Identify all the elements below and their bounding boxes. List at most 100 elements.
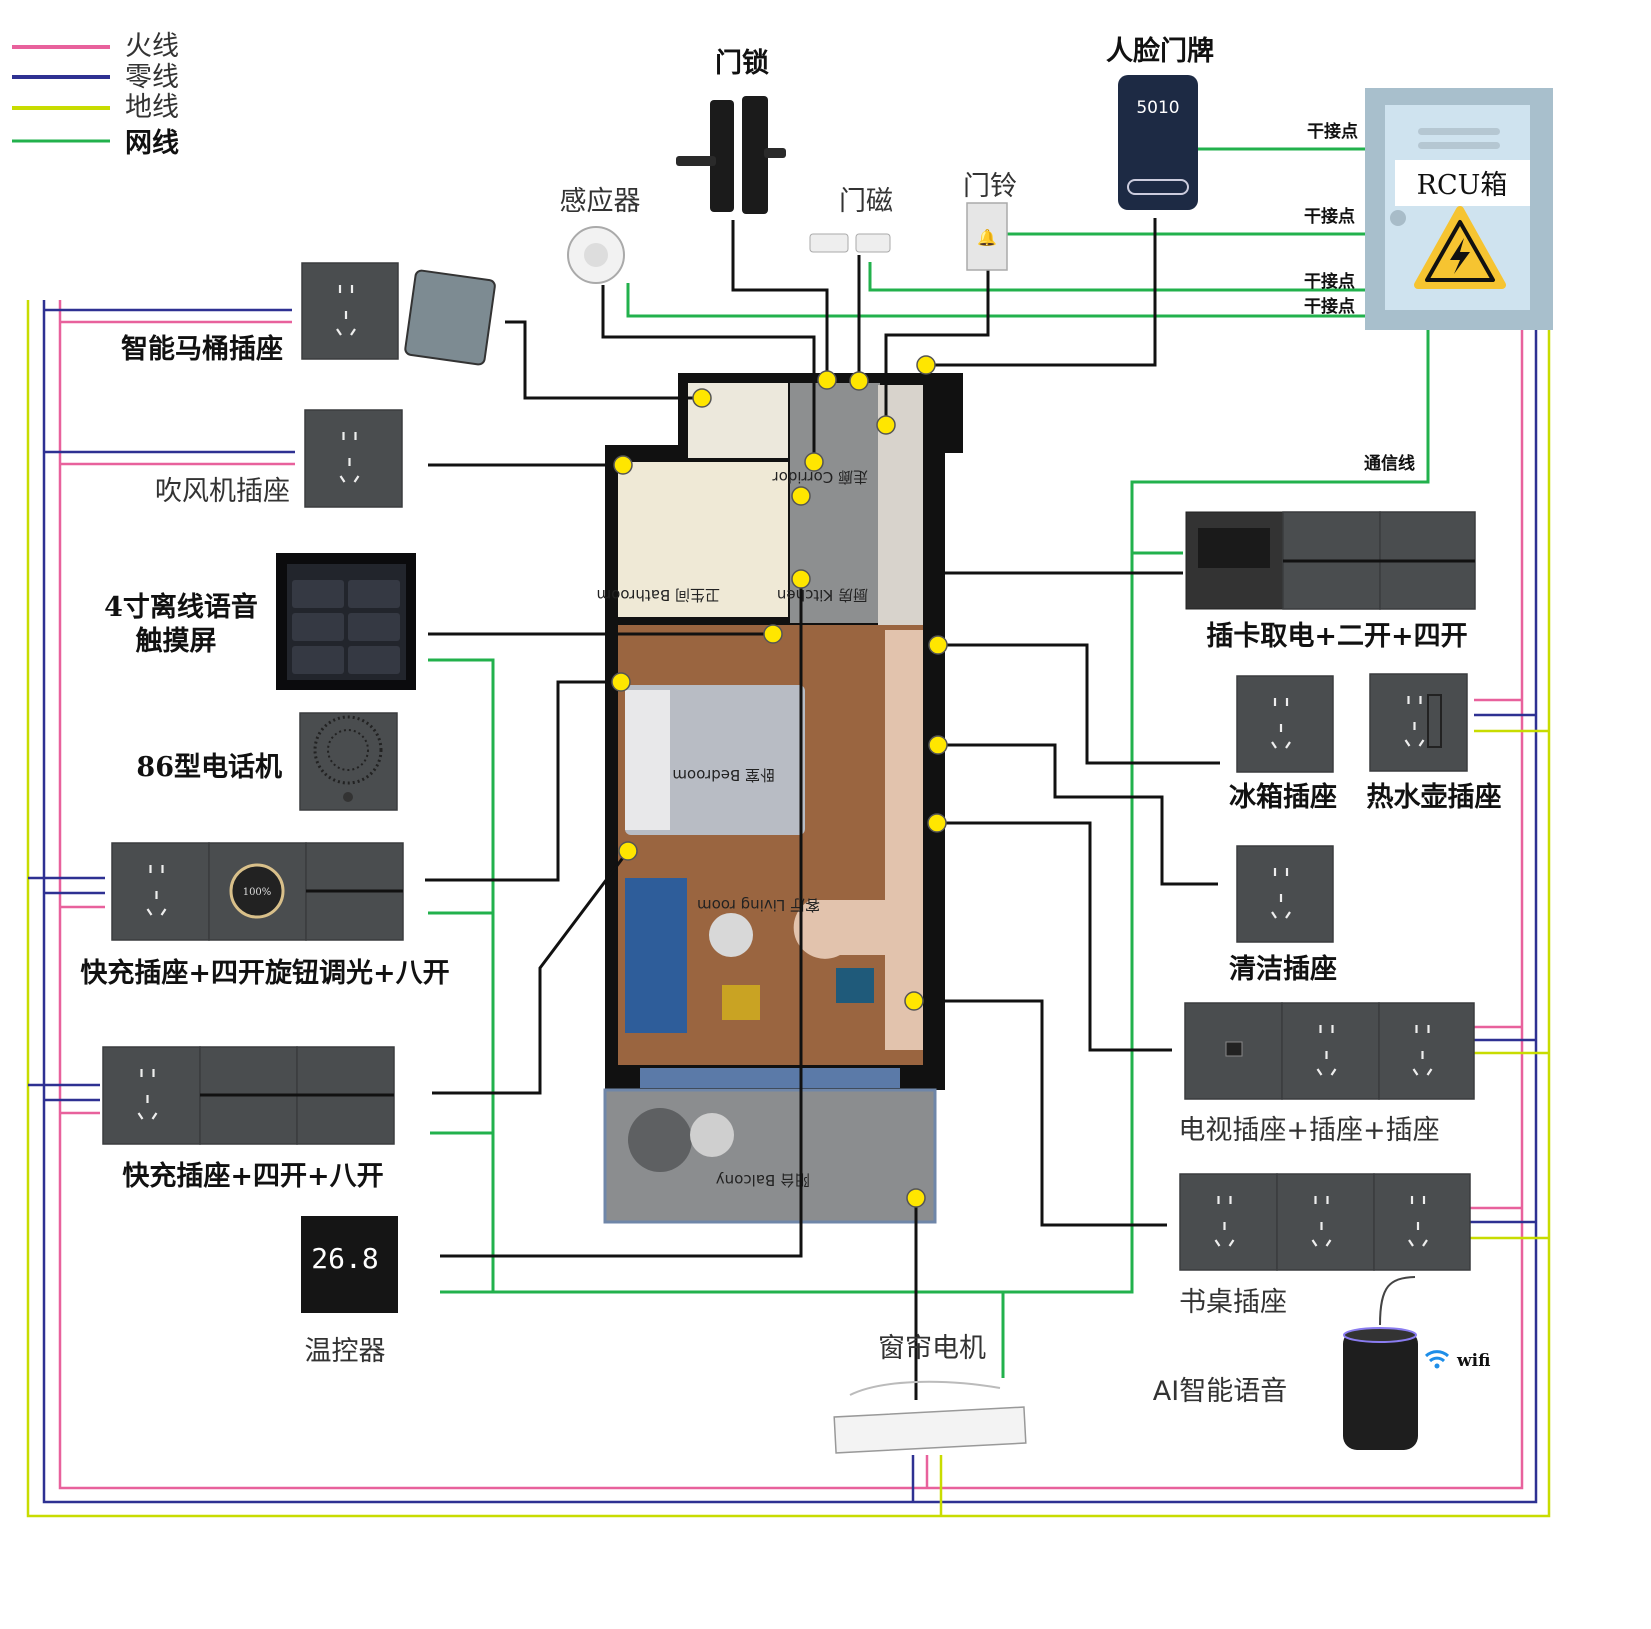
dry-contact-label: 干接点 [1304, 206, 1355, 227]
socket-pins-icon [1311, 1196, 1332, 1247]
ground-wire-loop [26, 300, 1551, 1518]
balcony-chair [628, 1108, 692, 1172]
touch-screen-label-1: 4寸离线语音 [104, 591, 258, 623]
dry-contact-labels: 干接点 干接点 干接点 干接点 通信线 [1304, 121, 1415, 474]
lock-body-icon [742, 96, 768, 214]
dry-contact-lines [626, 147, 1392, 318]
socket-panel [304, 409, 403, 508]
room-label-kitchen: 厨房 Kitchen [777, 586, 868, 604]
face-panel-device [1118, 75, 1198, 210]
comm-bus [440, 330, 1430, 1294]
thermostat-temperature: 26.8 [311, 1242, 378, 1275]
kettle-socket-label: 热水壶插座 [1367, 781, 1502, 813]
speaker-light-ring [1343, 1327, 1417, 1343]
wire-toilet [505, 320, 702, 400]
socket-pins-icon [1214, 1196, 1235, 1247]
socket-panel [1378, 1002, 1475, 1100]
thermostat-label: 温控器 [305, 1336, 386, 1367]
neutral-branches-right [1470, 713, 1536, 1224]
face-panel-button [1127, 179, 1189, 195]
lock-handle-icon [676, 156, 716, 166]
wire-combo2 [432, 850, 630, 1095]
combo-panel-1: 100% 快充插座+四开旋钮调光+八开 [80, 842, 450, 989]
cleaning-socket-label: 清洁插座 [1229, 953, 1337, 985]
socket-panel [1281, 1002, 1380, 1100]
rcu-label: RCU箱 [1417, 170, 1508, 201]
wire-face-panel [926, 218, 1157, 367]
wire-thermostat [440, 579, 803, 1258]
connection-point [618, 841, 638, 861]
desk-socket-panel: 书桌插座 [1179, 1173, 1471, 1318]
connection-point [928, 735, 948, 755]
wardrobe [885, 630, 923, 1050]
doorbell: 门铃 🔔 [963, 171, 1017, 271]
neutral-wire-loop [42, 300, 1538, 1504]
wire-fridge [938, 643, 1220, 765]
dimmer-knob [229, 863, 285, 919]
touch-screen-label-2: 触摸屏 [136, 626, 217, 657]
door-contact: 门磁 [809, 186, 893, 253]
tv-socket-label: 电视插座+插座+插座 [1178, 1115, 1439, 1146]
balcony-window [640, 1068, 900, 1088]
connection-point [904, 991, 924, 1011]
rcu-label-box [1395, 160, 1530, 206]
card-slot-icon [1198, 528, 1270, 568]
socket-pins-icon [336, 285, 356, 336]
ai-voice-speaker: wifi AI智能语音 [1153, 1276, 1490, 1450]
comm-line-label: 通信线 [1364, 453, 1415, 474]
wifi-label: wifi [1456, 1351, 1490, 1371]
hairdryer-socket: 吹风机插座 [155, 409, 403, 508]
dimmer-value: 100% [243, 887, 272, 898]
chair [836, 968, 874, 1003]
bell-icon: 🔔 [977, 228, 997, 247]
vent-icon [1418, 142, 1500, 149]
speaker-icon [1343, 1330, 1418, 1450]
wire-lock [731, 220, 829, 380]
curtain-motor: 窗帘电机 [833, 1333, 1027, 1454]
face-panel-label: 人脸门牌 [1106, 35, 1214, 67]
scene-tile-curtain [348, 613, 400, 641]
connection-point [692, 388, 712, 408]
doorbell-label: 门铃 [963, 171, 1017, 202]
warning-lightning-icon [1414, 206, 1506, 289]
wire-doorbell [884, 270, 990, 425]
socket-pins-icon [1404, 696, 1425, 747]
connection-point [613, 455, 633, 475]
speaker-grille-icon [313, 715, 383, 785]
motion-sensor: 感应器 [560, 186, 641, 284]
pillows [625, 690, 670, 830]
socket-pins-icon [1412, 1025, 1433, 1076]
combo-panel-2: 快充插座+四开+八开 [102, 1046, 395, 1192]
speaker-grille-icon [327, 729, 369, 771]
curtain-motor-icon [833, 1406, 1027, 1454]
control-wiring [425, 218, 1220, 1400]
socket-pins-icon [1316, 1025, 1337, 1076]
connection-point [817, 370, 837, 390]
socket-panel [1236, 675, 1334, 773]
sofa [625, 878, 687, 1033]
socket-pins-icon [137, 1069, 158, 1120]
room-label-balcony: 阳台 Balcony [716, 1171, 810, 1189]
kettle-socket: 热水壶插座 [1367, 673, 1502, 813]
combo2-label: 快充插座+四开+八开 [122, 1160, 383, 1192]
socket-pins-icon [146, 865, 167, 916]
door-contact-icon [855, 233, 891, 253]
doorbell-icon [966, 202, 1008, 271]
wire-combo1 [425, 680, 621, 882]
left-comm-branches [428, 658, 495, 1292]
combo1-label: 快充插座+四开旋钮调光+八开 [80, 957, 449, 989]
ai-voice-label: AI智能语音 [1153, 1376, 1287, 1407]
coffee-table [709, 913, 753, 957]
scene-tile-fan [292, 646, 344, 674]
tv-socket-panel: 电视插座+插座+插座 [1178, 1002, 1475, 1146]
scene-tile-ac [348, 580, 400, 608]
socket-panel [1179, 1173, 1278, 1271]
connection-point [906, 1188, 926, 1208]
socket-pins-icon [1408, 1196, 1428, 1247]
lock-hole-icon [1390, 210, 1406, 226]
wire-cleaning [938, 743, 1218, 886]
dry-contact-label: 干接点 [1304, 271, 1355, 292]
phone: 86型电话机 [136, 712, 398, 811]
sensor-label: 感应器 [560, 186, 641, 217]
socket-panel [1236, 845, 1334, 943]
